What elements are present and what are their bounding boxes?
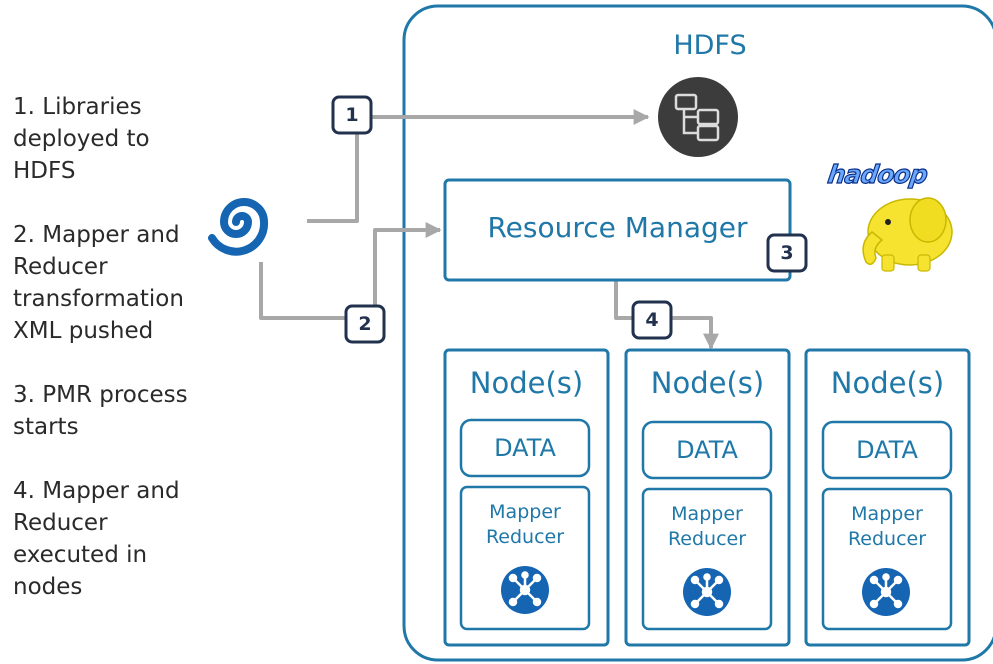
- node-title: Node(s): [650, 366, 765, 400]
- step-item-3: 3. PMR process starts: [13, 382, 188, 440]
- data-label: DATA: [856, 436, 918, 464]
- mapper-reducer-label: Mapper Reducer: [847, 503, 927, 550]
- node-title: Node(s): [469, 366, 584, 400]
- step-item-2: 2. Mapper and Reducer transformation XML…: [13, 222, 184, 344]
- resource-manager-box: [443, 178, 792, 282]
- hadoop-logo-text: hadoop: [825, 159, 929, 189]
- mapper-reducer-label: Mapper Reducer: [485, 501, 565, 548]
- step-item-4: 4. Mapper and Reducer executed in nodes: [13, 478, 180, 600]
- node-panel-3: [804, 348, 971, 647]
- mapreduce-network-icon: [862, 568, 910, 616]
- mapreduce-network-icon: [501, 566, 549, 614]
- mapper-reducer-label: Mapper Reducer: [667, 503, 747, 550]
- mapper-reducer-box: [821, 487, 953, 631]
- node-panel-2: [624, 348, 791, 647]
- data-box: [459, 418, 591, 478]
- step-item-1: 1. Libraries deployed to HDFS: [13, 94, 150, 184]
- node-title: Node(s): [830, 366, 945, 400]
- step-badge-2: 2: [358, 313, 372, 335]
- data-box: [821, 420, 953, 480]
- data-label: DATA: [676, 436, 738, 464]
- client-spiral-logo: [208, 198, 269, 256]
- arrow-step-1: [307, 109, 650, 223]
- mapper-reducer-box: [641, 487, 773, 631]
- mapper-reducer-box: [459, 485, 591, 631]
- data-label: DATA: [494, 434, 556, 462]
- hadoop-elephant-icon: [862, 197, 953, 272]
- step-badge-1: 1: [345, 104, 359, 126]
- step-badge-4: 4: [645, 309, 659, 331]
- data-box: [641, 420, 773, 480]
- steps-list: 1. Libraries deployed to HDFS 2. Mapper …: [13, 91, 213, 603]
- node-panel-1: [443, 348, 610, 647]
- mapreduce-network-icon: [683, 568, 731, 616]
- hdfs-folder-icon: [658, 77, 738, 157]
- badge-frames: [331, 95, 808, 344]
- step-badge-3: 3: [780, 242, 794, 264]
- resource-manager-label: Resource Manager: [487, 211, 748, 244]
- hdfs-title: HDFS: [673, 30, 747, 61]
